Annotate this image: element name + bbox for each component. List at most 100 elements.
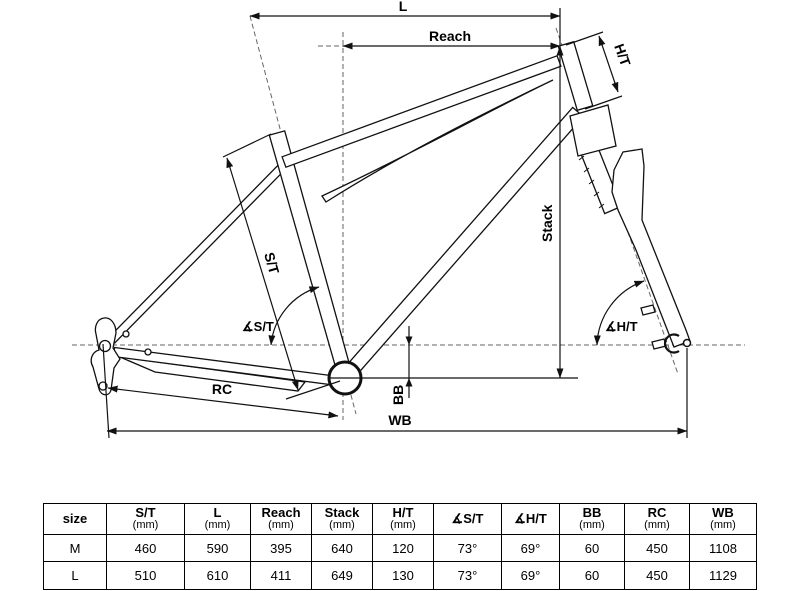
- ht-tick: [584, 95, 623, 110]
- hatch-line: [583, 167, 590, 173]
- label-seat-tube: S/T: [261, 250, 283, 276]
- rack-mount-hole: [144, 348, 152, 356]
- label-top-tube-length: L: [399, 0, 408, 14]
- value-cell: 395: [250, 534, 312, 562]
- value-cell: 60: [559, 534, 625, 562]
- header-title: Reach: [261, 505, 301, 521]
- value-cell: 610: [184, 561, 251, 590]
- value-cell: 60: [559, 561, 625, 590]
- front-axle-hole: [682, 338, 692, 348]
- label-rear-center: RC: [212, 381, 232, 397]
- value-cell: 450: [624, 561, 690, 590]
- label-stack: Stack: [539, 204, 555, 242]
- value-cell: 590: [184, 534, 251, 562]
- brake-mount-tab: [651, 338, 667, 350]
- label-head-tube: H/T: [611, 42, 634, 69]
- label-reach: Reach: [429, 28, 471, 44]
- header-title: size: [62, 511, 88, 527]
- label-bb-drop: BB: [390, 385, 406, 405]
- header-cell-size: size: [43, 503, 107, 535]
- value-cell: 510: [106, 561, 185, 590]
- hatch-line: [578, 155, 585, 161]
- head-tube: [557, 40, 594, 112]
- header-unit: (mm): [644, 519, 670, 532]
- value-cell: 120: [372, 534, 434, 562]
- rack-mount-hole: [122, 330, 130, 338]
- hatch-line: [588, 179, 595, 185]
- header-unit: (mm): [268, 519, 294, 532]
- header-cell-rc: RC(mm): [624, 503, 690, 535]
- brake-mount-tab: [640, 304, 656, 316]
- dim-head-tube-angle: [593, 280, 645, 346]
- top-tube-gusset: [321, 79, 554, 203]
- dimension-lines: [102, 8, 688, 439]
- seat-stay: [108, 164, 285, 344]
- header-cell-ht-angle: ∡H/T: [501, 503, 560, 535]
- value-cell: 69°: [501, 534, 560, 562]
- dim-head-tube: [598, 35, 619, 93]
- value-cell: 73°: [433, 561, 502, 590]
- label-head-tube-angle: ∡H/T: [605, 319, 638, 334]
- bb-arrowhead: [405, 378, 413, 387]
- st-tick: [222, 133, 272, 158]
- head-tube-axis-line: [555, 27, 679, 375]
- value-cell: 450: [624, 534, 690, 562]
- rear-dropout: [90, 317, 121, 396]
- hatch-line: [598, 203, 605, 209]
- header-cell-l: L(mm): [184, 503, 251, 535]
- header-unit: (mm): [390, 519, 416, 532]
- table-row-size-m: M 460 590 395 640 120 73° 69° 60 450 110…: [43, 534, 757, 562]
- header-cell-ht: H/T(mm): [372, 503, 434, 535]
- value-cell: 130: [372, 561, 434, 590]
- header-title: WB: [712, 505, 734, 521]
- frame-geometry-diagram: L Reach H/T Stack S/T ∡S/T ∡H/T BB RC WB: [72, 0, 745, 439]
- header-title: H/T: [392, 505, 414, 521]
- fork-lower-leg: [611, 148, 691, 348]
- header-cell-wb: WB(mm): [689, 503, 757, 535]
- wb-extension-left: [102, 343, 110, 439]
- header-cell-st: S/T(mm): [106, 503, 185, 535]
- label-wheelbase: WB: [388, 412, 411, 428]
- dim-seat-tube: [226, 157, 299, 391]
- ht-tick: [565, 31, 604, 46]
- suspension-fork: [569, 104, 692, 354]
- hatch-line: [593, 191, 600, 197]
- header-cell-reach: Reach(mm): [250, 503, 312, 535]
- header-title: ∡H/T: [514, 511, 547, 527]
- header-title: L: [213, 505, 222, 521]
- value-cell: 460: [106, 534, 185, 562]
- table-row-size-l: L 510 610 411 649 130 73° 69° 60 450 112…: [43, 561, 757, 590]
- value-cell: 69°: [501, 561, 560, 590]
- value-cell: 1129: [689, 561, 757, 590]
- header-cell-st-angle: ∡S/T: [433, 503, 502, 535]
- header-unit: (mm): [329, 519, 355, 532]
- header-title: RC: [647, 505, 667, 521]
- header-unit: (mm): [579, 519, 605, 532]
- value-cell: 411: [250, 561, 312, 590]
- bb-arrowhead: [405, 336, 413, 345]
- front-dropout: [663, 333, 680, 354]
- value-cell: 73°: [433, 534, 502, 562]
- header-title: BB: [582, 505, 602, 521]
- header-title: ∡S/T: [451, 511, 484, 527]
- label-seat-tube-angle: ∡S/T: [242, 319, 274, 334]
- size-cell: L: [43, 561, 107, 590]
- table-header-row: size S/T(mm) L(mm) Reach(mm) Stack(mm) H…: [43, 503, 757, 535]
- header-title: S/T: [135, 505, 156, 521]
- frame-outline: [90, 40, 594, 396]
- seat-tube-axis-line: [249, 15, 357, 415]
- top-tube: [281, 54, 562, 169]
- value-cell: 640: [311, 534, 373, 562]
- header-unit: (mm): [132, 519, 159, 532]
- header-cell-bb: BB(mm): [559, 503, 625, 535]
- header-cell-stack: Stack(mm): [311, 503, 373, 535]
- dim-seat-tube-angle: [268, 286, 320, 346]
- rear-axle-hole: [98, 339, 112, 353]
- value-cell: 1108: [689, 534, 757, 562]
- header-unit: (mm): [710, 519, 736, 532]
- geometry-table: size S/T(mm) L(mm) Reach(mm) Stack(mm) H…: [43, 503, 757, 590]
- geometry-drawing: L Reach H/T Stack S/T ∡S/T ∡H/T BB RC WB: [72, 0, 745, 439]
- size-cell: M: [43, 534, 107, 562]
- value-cell: 649: [311, 561, 373, 590]
